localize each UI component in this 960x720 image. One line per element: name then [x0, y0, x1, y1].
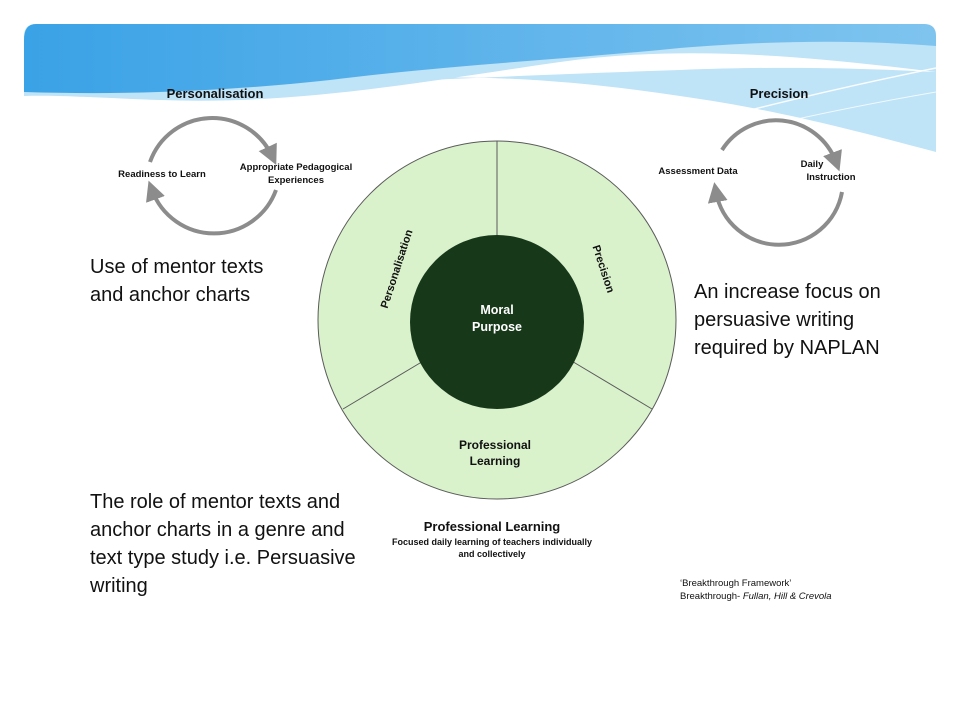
personalisation-cycle: Personalisation Readiness to Learn Appro…: [118, 86, 352, 236]
professional-learning-desc-2: and collectively: [458, 549, 525, 559]
banner-wave-line-2: [639, 91, 937, 161]
moral-label: Moral: [480, 303, 513, 317]
experiences-label: Experiences: [268, 175, 324, 186]
moral-purpose-core: [410, 235, 584, 409]
readiness-to-learn-label: Readiness to Learn: [118, 169, 206, 180]
breakthrough-wheel: Moral Purpose Personalisation Precision …: [317, 140, 677, 500]
mentor-texts-note: Use of mentor texts and anchor charts: [90, 256, 264, 306]
banner-wave-line: [599, 67, 937, 151]
divider-right: [569, 359, 653, 410]
precision-cycle: Precision Assessment Data Daily Instruct…: [658, 86, 856, 247]
citation-authors: Fullan, Hill & Crevola: [743, 591, 832, 602]
wheel-learning-label: Learning: [470, 454, 521, 468]
precision-top-arrow: [720, 118, 842, 172]
personalisation-cycle-title: Personalisation: [167, 86, 264, 101]
professional-learning-desc-1: Focused daily learning of teachers indiv…: [392, 537, 592, 547]
appropriate-pedagogical-label: Appropriate Pedagogical: [240, 162, 352, 173]
precision-bottom-arrow: [707, 182, 844, 247]
instruction-label: Instruction: [806, 172, 855, 183]
citation-prefix: Breakthrough-: [680, 591, 743, 602]
wheel-professional-label: Professional: [459, 438, 531, 452]
assessment-data-label: Assessment Data: [658, 166, 738, 177]
citation-line-1: ‘Breakthrough Framework’: [680, 578, 791, 589]
precision-cycle-title: Precision: [750, 86, 809, 101]
divider-left: [342, 359, 426, 410]
daily-label: Daily: [801, 159, 824, 170]
professional-learning-caption: Professional Learning Focused daily lear…: [392, 519, 592, 559]
personalisation-top-arrow: [148, 116, 277, 166]
banner-wave-light: [300, 67, 936, 152]
personalisation-bottom-arrow: [146, 180, 278, 236]
header-banner: [24, 24, 937, 161]
role-of-mentor-texts-note: The role of mentor texts and anchor char…: [90, 491, 356, 597]
banner-wave-deep: [24, 24, 936, 94]
purpose-label: Purpose: [472, 320, 522, 334]
citation: ‘Breakthrough Framework’ Breakthrough- F…: [680, 578, 832, 602]
citation-line-2: Breakthrough- Fullan, Hill & Crevola: [680, 591, 832, 602]
naplan-note: An increase focus on persuasive writing …: [694, 281, 881, 359]
professional-learning-title: Professional Learning: [424, 519, 561, 534]
